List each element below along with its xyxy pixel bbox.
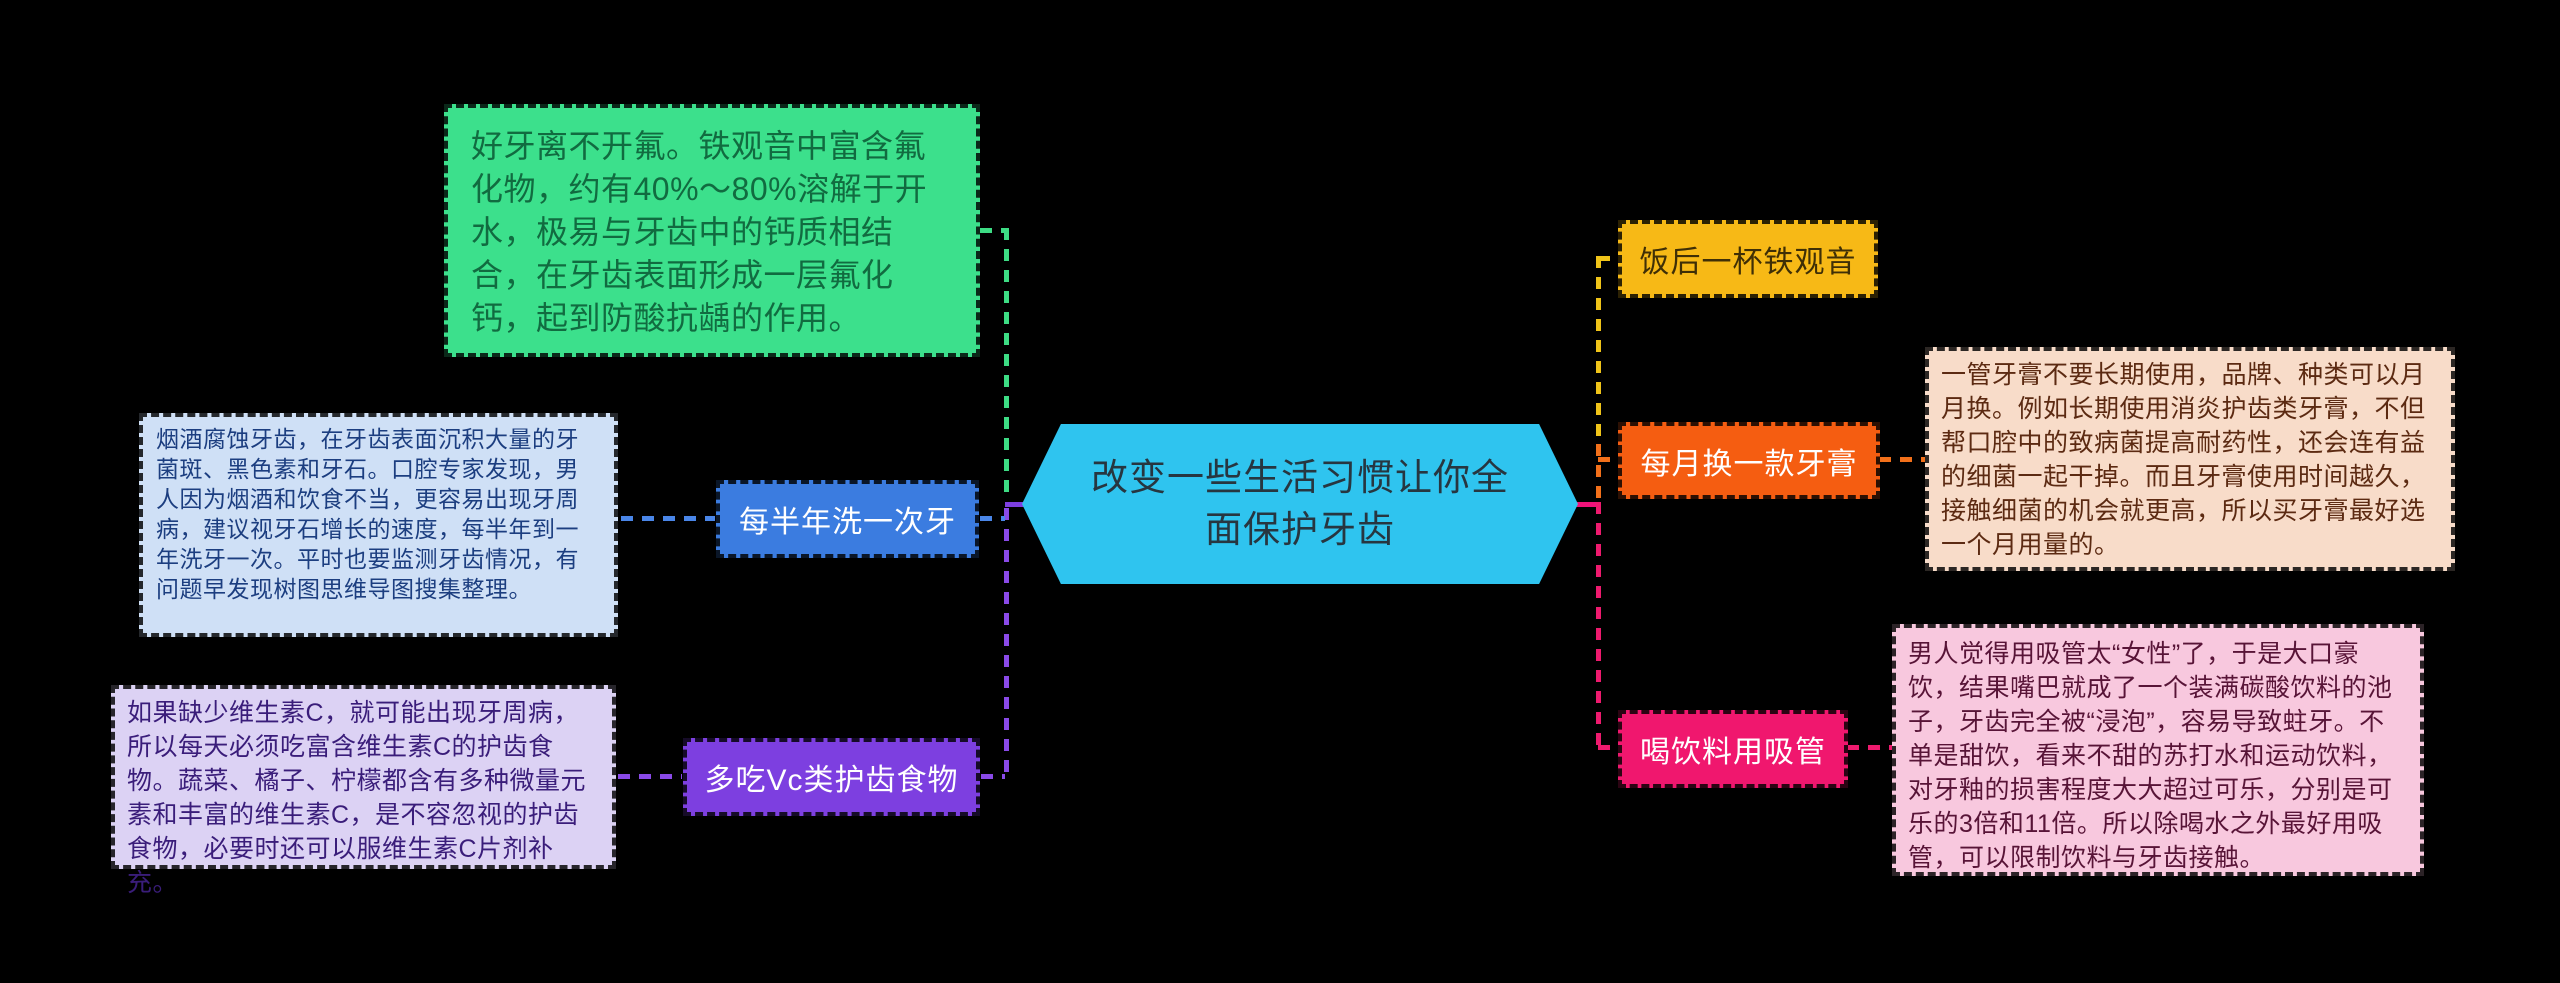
- central-topic-node[interactable]: 改变一些生活习惯让你全面保护牙齿: [1022, 424, 1578, 584]
- connector-left-trunk-green: [1004, 228, 1009, 500]
- topic-change-toothpaste[interactable]: 每月换一款牙膏: [1618, 422, 1880, 499]
- central-topic-label: 改变一些生活习惯让你全面保护牙齿: [1091, 457, 1509, 550]
- topic-wash-teeth[interactable]: 每半年洗一次牙: [716, 480, 979, 558]
- connector-left-trunk-purple: [1004, 508, 1009, 780]
- connector-right-trunk-pink: [1596, 502, 1601, 750]
- note-vitamin-c[interactable]: 如果缺少维生素C，就可能出现牙周病，所以每天必须吃富含维生素C的护齿食物。蔬菜、…: [111, 685, 616, 897]
- connector-vitamin-trunk: [981, 774, 1005, 779]
- note-straw[interactable]: 男人觉得用吸管太“女性”了，于是大口豪饮，结果嘴巴就成了一个装满碳酸饮料的池子，…: [1892, 624, 2424, 876]
- topic-drink-with-straw[interactable]: 喝饮料用吸管: [1618, 710, 1848, 788]
- connector-straw-note: [1847, 745, 1893, 750]
- connector-center-right-stub: [1576, 502, 1600, 507]
- note-smoking-teeth-cleaning[interactable]: 烟酒腐蚀牙齿，在牙齿表面沉积大量的牙菌斑、黑色素和牙石。口腔专家发现，男人因为烟…: [139, 413, 618, 637]
- topic-tea-after-meal-label: 饭后一杯铁观音: [1639, 246, 1857, 279]
- topic-wash-teeth-label: 每半年洗一次牙: [739, 506, 956, 539]
- connector-toothpaste-trunk: [1598, 457, 1620, 462]
- note-fluoride-tea[interactable]: 好牙离不开氟。铁观音中富含氟化物，约有40%～80%溶解于开水，极易与牙齿中的钙…: [444, 104, 980, 357]
- connector-fluoride-note: [980, 228, 1008, 233]
- topic-vitamin-c-food-label: 多吃Vc类护齿食物: [704, 764, 959, 797]
- topic-change-toothpaste-label: 每月换一款牙膏: [1640, 447, 1858, 481]
- connector-center-left-stub: [1005, 502, 1025, 507]
- connector-toothpaste-note: [1879, 457, 1926, 462]
- connector-right-trunk-yellow: [1596, 256, 1601, 444]
- topic-drink-with-straw-label: 喝饮料用吸管: [1640, 736, 1826, 769]
- connector-straw-trunk: [1598, 745, 1620, 750]
- connector-wash-trunk: [980, 516, 1005, 521]
- note-toothpaste[interactable]: 一管牙膏不要长期使用，品牌、种类可以月月换。例如长期使用消炎护齿类牙膏，不但帮口…: [1925, 347, 2455, 571]
- topic-tea-after-meal[interactable]: 饭后一杯铁观音: [1618, 220, 1878, 298]
- topic-vitamin-c-food[interactable]: 多吃Vc类护齿食物: [683, 738, 980, 816]
- connector-vitamin-note: [618, 774, 682, 779]
- connector-tea-trunk: [1598, 256, 1620, 261]
- connector-right-trunk-orange: [1596, 444, 1601, 502]
- connector-wash-note: [621, 516, 715, 521]
